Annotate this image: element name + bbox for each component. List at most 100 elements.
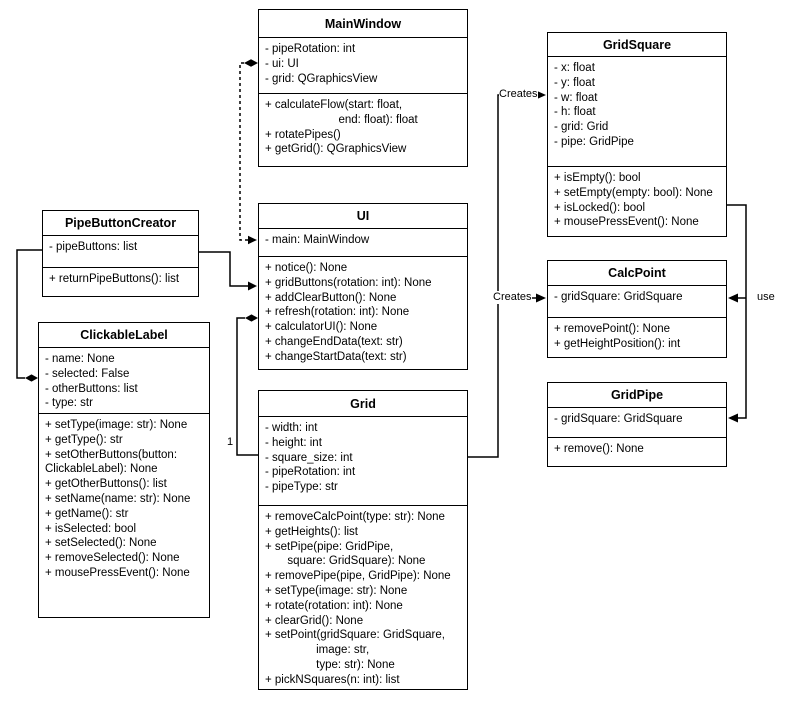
class-attributes-ui: - main: MainWindow	[259, 229, 467, 257]
member-row: + notice(): None	[265, 262, 348, 274]
member-row: type: str): None	[265, 658, 395, 671]
class-title-ui: UI	[259, 204, 467, 229]
class-methods-mainwindow: + calculateFlow(start: float, end: float…	[259, 94, 467, 161]
member-row: end: float): float	[265, 113, 418, 126]
class-title-clickablelabel: ClickableLabel	[39, 323, 209, 348]
class-box-ui: UI - main: MainWindow + notice(): None + gr…	[258, 203, 468, 370]
class-box-gridpipe: GridPipe - gridSquare: GridSquare + remove…	[547, 382, 727, 467]
member-row: - height: int	[265, 436, 322, 449]
class-title-gridsquare: GridSquare	[548, 33, 726, 57]
class-methods-grid: + removeCalcPoint(type: str): None+ getH…	[259, 506, 467, 692]
class-title-calcpoint: CalcPoint	[548, 261, 726, 286]
class-attributes-gridpipe: - gridSquare: GridSquare	[548, 408, 726, 438]
composition-diamond-ui	[245, 314, 258, 322]
member-row: + getType(): str	[45, 433, 123, 446]
member-row: - y: float	[554, 76, 595, 89]
member-row: + removeSelected(): None	[45, 552, 180, 565]
member-row: + setPipe(pipe: GridPipe,	[265, 540, 394, 553]
member-row: - gridSquare: GridSquare	[554, 413, 683, 425]
member-row: - type: str	[45, 397, 93, 410]
edge-label-creates-top: Creates	[499, 88, 538, 101]
member-row: + rotate(rotation: int): None	[265, 599, 403, 612]
member-row: - w: float	[554, 91, 598, 104]
class-title-grid: Grid	[259, 391, 467, 417]
class-title-pipebuttoncreator: PipeButtonCreator	[43, 211, 198, 236]
member-row: - ui: UI	[265, 57, 299, 70]
member-row: - selected: False	[45, 367, 130, 380]
arrowhead-ui-main	[248, 235, 257, 245]
member-row: + mousePressEvent(): None	[45, 566, 190, 579]
member-row: + removePipe(pipe, GridPipe): None	[265, 570, 451, 583]
member-row: - main: MainWindow	[265, 234, 370, 246]
member-row: - pipeRotation: int	[265, 43, 356, 55]
member-row: + getName(): str	[45, 507, 129, 520]
class-title-mainwindow: MainWindow	[259, 10, 467, 38]
member-row: - pipeButtons: list	[49, 241, 138, 253]
class-methods-gridpipe: + remove(): None	[548, 438, 726, 461]
member-row: + remove(): None	[554, 443, 644, 455]
member-row: - width: int	[265, 422, 318, 434]
class-attributes-clickablelabel: - name: None- selected: False- otherButt…	[39, 348, 209, 414]
class-attributes-mainwindow: - pipeRotation: int - ui: UI - grid: QGrap…	[259, 38, 467, 94]
member-row: + changeStartData(text: str)	[265, 350, 407, 363]
member-row: - gridSquare: GridSquare	[554, 291, 683, 303]
class-box-mainwindow: MainWindow - pipeRotation: int - ui: UI - g…	[258, 9, 468, 167]
class-attributes-grid: - width: int - height: int - square_size: …	[259, 417, 467, 506]
member-row: image: str,	[265, 644, 370, 657]
arrowhead-calcpoint-creates	[536, 293, 546, 303]
member-row: ClickableLabel): None	[45, 463, 158, 476]
member-row: + getHeightPosition(): int	[554, 337, 681, 350]
member-row: + removePoint(): None	[554, 323, 671, 335]
edge-label-use: use	[757, 291, 775, 304]
class-box-calcpoint: CalcPoint - gridSquare: GridSquare + remov…	[547, 260, 727, 358]
member-row: - grid: QGraphicsView	[265, 72, 378, 85]
edge-grid-gridsquare	[468, 94, 537, 458]
arrowhead-ui-gridbuttons	[248, 281, 257, 291]
member-row: + mousePressEvent(): None	[554, 216, 699, 229]
member-row: square: GridSquare): None	[265, 555, 426, 568]
member-row: + setSelected(): None	[45, 537, 157, 550]
member-row: - h: float	[554, 106, 596, 119]
member-row: + setEmpty(empty: bool): None	[554, 186, 713, 199]
member-row: + setOtherButtons(button:	[45, 448, 178, 461]
member-row: + getGrid(): QGraphicsView	[265, 143, 407, 156]
member-row: - pipeType: str	[265, 481, 338, 494]
member-row: - otherButtons: list	[45, 382, 138, 395]
member-row: - pipe: GridPipe	[554, 135, 634, 148]
arrowhead-gridpipe-use	[728, 413, 738, 423]
class-methods-gridsquare: + isEmpty(): bool + setEmpty(empty: bool)…	[548, 167, 726, 234]
member-row: + setPoint(gridSquare: GridSquare,	[265, 629, 445, 642]
edge-mainwindow-ui	[239, 62, 249, 241]
member-row: + setType(image: str): None	[265, 584, 408, 597]
edge-ui-grid	[236, 317, 258, 456]
arrowhead-calcpoint-use	[728, 293, 738, 303]
member-row: + calculateFlow(start: float,	[265, 99, 403, 111]
member-row: + clearGrid(): None	[265, 614, 364, 627]
member-row: + isLocked(): bool	[554, 201, 646, 214]
class-methods-clickablelabel: + setType(image: str): None + getType(): …	[39, 414, 209, 585]
class-box-grid: Grid - width: int - height: int - square_si…	[258, 390, 468, 690]
member-row: + calculatorUI(): None	[265, 321, 378, 334]
member-row: + returnPipeButtons(): list	[49, 273, 180, 285]
member-row: + gridButtons(rotation: int): None	[265, 276, 432, 289]
member-row: + getOtherButtons(): list	[45, 478, 167, 491]
member-row: + setType(image: str): None	[45, 419, 188, 431]
member-row: + rotatePipes()	[265, 128, 341, 141]
class-box-gridsquare: GridSquare- x: float- y: float- w: float…	[547, 32, 727, 237]
class-title-gridpipe: GridPipe	[548, 383, 726, 408]
member-row: + isEmpty(): bool	[554, 172, 641, 184]
edge-pipebuttoncreator-ui	[199, 251, 248, 287]
member-row: - pipeRotation: int	[265, 466, 356, 479]
member-row: + changeEndData(text: str)	[265, 335, 403, 348]
class-attributes-calcpoint: - gridSquare: GridSquare	[548, 286, 726, 318]
class-attributes-pipebuttoncreator: - pipeButtons: list	[43, 236, 198, 268]
class-methods-calcpoint: + removePoint(): None + getHeightPosition…	[548, 318, 726, 356]
member-row: + removeCalcPoint(type: str): None	[265, 511, 445, 523]
member-row: - square_size: int	[265, 451, 353, 464]
member-row: + pickNSquares(n: int): list	[265, 673, 400, 686]
member-row: + refresh(rotation: int): None	[265, 306, 410, 319]
edge-label-creates-bottom: Creates	[493, 291, 532, 304]
composition-diamond-mainwindow	[244, 59, 258, 67]
edge-label-multiplicity-one: 1	[227, 436, 234, 449]
